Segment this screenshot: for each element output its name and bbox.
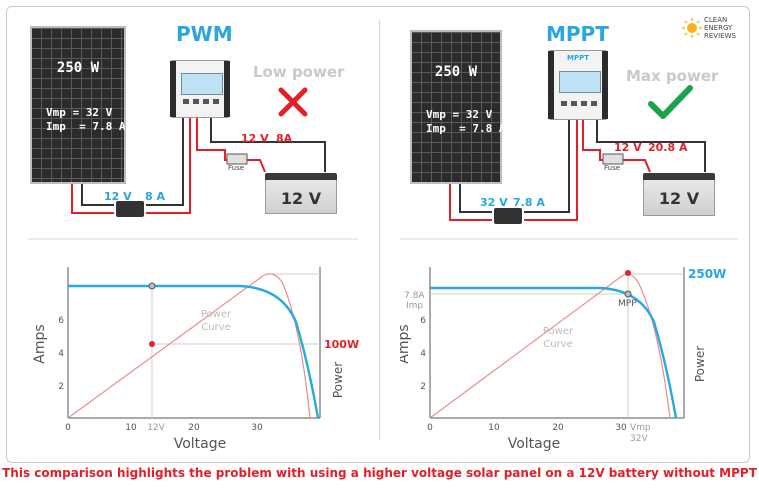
pwm-power-value: 100W	[324, 338, 359, 351]
mppt-ylabel: Amps	[400, 324, 412, 363]
pwm-power-axis-label: Power	[331, 362, 345, 398]
mppt-curve-label-2: Curve	[543, 339, 573, 350]
caption: This comparison highlights the problem w…	[2, 466, 757, 480]
pwm-iv-curve	[68, 284, 320, 419]
tick-label: 20	[552, 423, 564, 433]
mppt-panel-current: 7.8 A	[513, 196, 545, 209]
tick-label: 2	[420, 382, 426, 392]
pwm-x-ticks: 0 10 12V 20 30	[65, 423, 263, 433]
pwm-battery-current: 8A	[276, 132, 293, 145]
tick-label: 6	[420, 316, 426, 326]
pwm-curve-label-1: Power	[201, 309, 232, 320]
mppt-battery-label: 12 V	[658, 189, 700, 208]
pwm-panel-voltage: 12 V	[104, 190, 132, 203]
logo-line-3: REVIEWS	[704, 32, 736, 40]
pwm-power-curve	[67, 273, 311, 419]
pwm-wiring	[71, 118, 326, 217]
mppt-charge-controller: MPPT	[548, 50, 608, 120]
mppt-battery: 12 V	[643, 173, 715, 216]
tick-label: 4	[58, 349, 64, 359]
mppt-iv-plot: Amps Voltage Power 250W Power Curve 7.8A…	[400, 267, 726, 452]
mppt-status: Max power	[626, 67, 719, 85]
mppt-xlabel: Voltage	[508, 436, 561, 452]
mppt-wiring	[449, 120, 706, 224]
mppt-vmp-label-2: 32V	[630, 434, 648, 444]
pwm-title: PWM	[176, 22, 233, 46]
tick-label: 0	[427, 423, 433, 433]
pwm-panel-current: 8 A	[145, 190, 165, 203]
tick-label: 6	[58, 316, 64, 326]
diagram-frame	[6, 6, 750, 463]
mppt-panel-voltage: 32 V	[480, 196, 508, 209]
pwm-battery: 12 V	[265, 173, 337, 214]
pwm-power-point	[149, 341, 155, 347]
mppt-mpp-label: MPP	[618, 299, 637, 309]
mppt-imp-label-2: Imp	[406, 301, 423, 311]
pwm-xlabel: Voltage	[174, 436, 227, 452]
low-power-x-icon	[278, 87, 308, 117]
logo-line-1: CLEAN	[704, 16, 728, 24]
tick-label: 12V	[147, 423, 165, 433]
mppt-battery-voltage: 12 V	[614, 141, 642, 154]
tick-label: 10	[125, 423, 137, 433]
tick-label: 10	[488, 423, 500, 433]
pwm-charge-controller	[170, 60, 230, 118]
mppt-power-axis-label: Power	[693, 346, 707, 382]
mppt-controller-label: MPPT	[566, 54, 589, 62]
pwm-solar-panel: 250 W Vmp = 32 V Imp = 7.8 A	[30, 26, 126, 184]
pwm-operating-point	[148, 282, 156, 290]
mppt-power-value: 250W	[688, 267, 726, 281]
mppt-iv-curve	[430, 286, 678, 419]
center-divider	[379, 20, 380, 440]
mppt-panel-watts: 250 W	[434, 64, 478, 80]
mppt-battery-current: 20.8 A	[648, 141, 688, 154]
pwm-curve-label-2: Curve	[201, 322, 231, 333]
max-power-check-icon	[648, 85, 693, 119]
mppt-solar-panel: 250 W Vmp = 32 V Imp = 7.8 A	[410, 30, 506, 184]
pwm-battery-voltage: 12 V	[241, 132, 269, 145]
tick-label: 20	[188, 423, 200, 433]
controller-screen	[181, 73, 223, 95]
tick-label: 30	[251, 423, 263, 433]
mppt-imp-label-1: 7.8A	[404, 291, 425, 301]
pwm-iv-plot: Amps Voltage Power 100W Power Curve 0 10 1…	[32, 267, 359, 452]
mppt-curve-label-1: Power	[543, 326, 574, 337]
clean-energy-reviews-logo: CLEAN ENERGY REVIEWS	[682, 16, 736, 42]
tick-label: 2	[58, 382, 64, 392]
logo-line-2: ENERGY	[704, 24, 733, 32]
pwm-ylabel: Amps	[32, 324, 48, 363]
mppt-y-ticks: 2 4 6	[420, 316, 426, 392]
tick-label: 30	[615, 423, 627, 433]
tick-label: 0	[65, 423, 71, 433]
mppt-vmp-label-1: Vmp	[630, 423, 651, 433]
pwm-panel-imp: Imp = 7.8 A	[46, 120, 126, 133]
pwm-panel-vmp: Vmp = 32 V	[46, 106, 113, 119]
pwm-status: Low power	[253, 63, 345, 81]
pwm-panel-watts: 250 W	[56, 60, 100, 76]
mppt-x-ticks: 0 10 20 30	[427, 423, 627, 433]
controller-screen	[559, 71, 601, 93]
mppt-power-point	[625, 270, 631, 276]
mppt-title: MPPT	[546, 22, 609, 46]
pwm-y-ticks: 2 4 6	[58, 316, 64, 392]
tick-label: 4	[420, 349, 426, 359]
pwm-battery-label: 12 V	[280, 189, 322, 208]
pwm-fuse-label: Fuse	[228, 164, 245, 172]
mppt-panel-imp: Imp = 7.8 A	[426, 122, 506, 135]
mppt-fuse-label: Fuse	[604, 164, 621, 172]
mppt-panel-vmp: Vmp = 32 V	[426, 108, 493, 121]
mppt-mpp-point	[624, 290, 632, 298]
sun-icon	[682, 18, 702, 38]
